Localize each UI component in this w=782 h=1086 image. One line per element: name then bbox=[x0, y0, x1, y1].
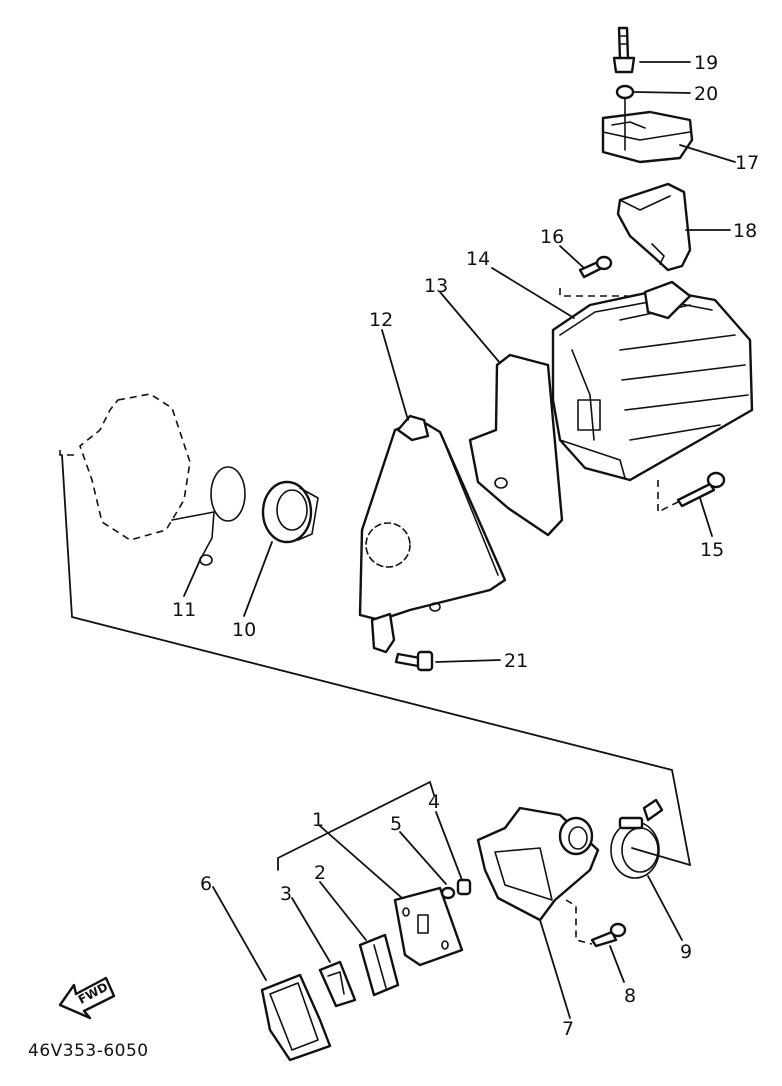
part-7-manifold bbox=[476, 806, 600, 922]
part-18-duct bbox=[616, 182, 692, 272]
callout-numbers: 19 20 17 18 16 14 13 12 15 11 10 21 4 1 … bbox=[172, 52, 759, 1040]
part-8-screw bbox=[590, 922, 627, 948]
part-13-element bbox=[468, 353, 564, 537]
part-5-washer bbox=[440, 886, 456, 900]
callout-20: 20 bbox=[694, 83, 718, 105]
part-11-clip bbox=[171, 466, 246, 566]
callout-19: 19 bbox=[694, 52, 718, 74]
callout-1: 1 bbox=[312, 809, 324, 831]
callout-2: 2 bbox=[314, 862, 326, 884]
callout-15: 15 bbox=[700, 539, 724, 561]
part-4-screw bbox=[456, 878, 472, 896]
callout-21: 21 bbox=[504, 650, 528, 672]
part-20-nut bbox=[615, 84, 635, 113]
callout-11: 11 bbox=[172, 599, 196, 621]
part-12-case-cap bbox=[358, 414, 507, 654]
callout-6: 6 bbox=[200, 873, 212, 895]
callout-12: 12 bbox=[369, 309, 393, 331]
part-1-reed-valve-assy bbox=[393, 886, 464, 967]
callout-18: 18 bbox=[733, 220, 757, 242]
part-19-bolt bbox=[612, 26, 636, 74]
part-3-stopper bbox=[318, 960, 357, 1008]
part-9-clamp bbox=[610, 798, 664, 879]
leader-lines bbox=[183, 61, 736, 1019]
carburetor-outline bbox=[79, 393, 191, 541]
drawing-code: 46V353-6050 bbox=[28, 1041, 149, 1061]
callout-9: 9 bbox=[680, 941, 692, 963]
callout-8: 8 bbox=[624, 985, 636, 1007]
callout-4: 4 bbox=[428, 791, 440, 813]
callout-5: 5 bbox=[390, 813, 402, 835]
part-17-cover bbox=[601, 110, 694, 164]
part-21-screw bbox=[394, 650, 434, 672]
callout-17: 17 bbox=[735, 152, 759, 174]
part-6-gasket bbox=[260, 973, 332, 1062]
callout-14: 14 bbox=[466, 248, 490, 270]
callout-13: 13 bbox=[424, 275, 448, 297]
callout-3: 3 bbox=[280, 883, 292, 905]
part-10-joint bbox=[261, 480, 319, 544]
fwd-arrow-icon: FWD bbox=[58, 976, 116, 1020]
part-15-screw bbox=[676, 471, 726, 508]
part-16-screw bbox=[578, 255, 613, 279]
callout-7: 7 bbox=[562, 1018, 574, 1040]
part-2-reed bbox=[358, 933, 400, 997]
part-14-air-cleaner-case bbox=[551, 280, 754, 482]
callout-16: 16 bbox=[540, 226, 564, 248]
callout-10: 10 bbox=[232, 619, 256, 641]
